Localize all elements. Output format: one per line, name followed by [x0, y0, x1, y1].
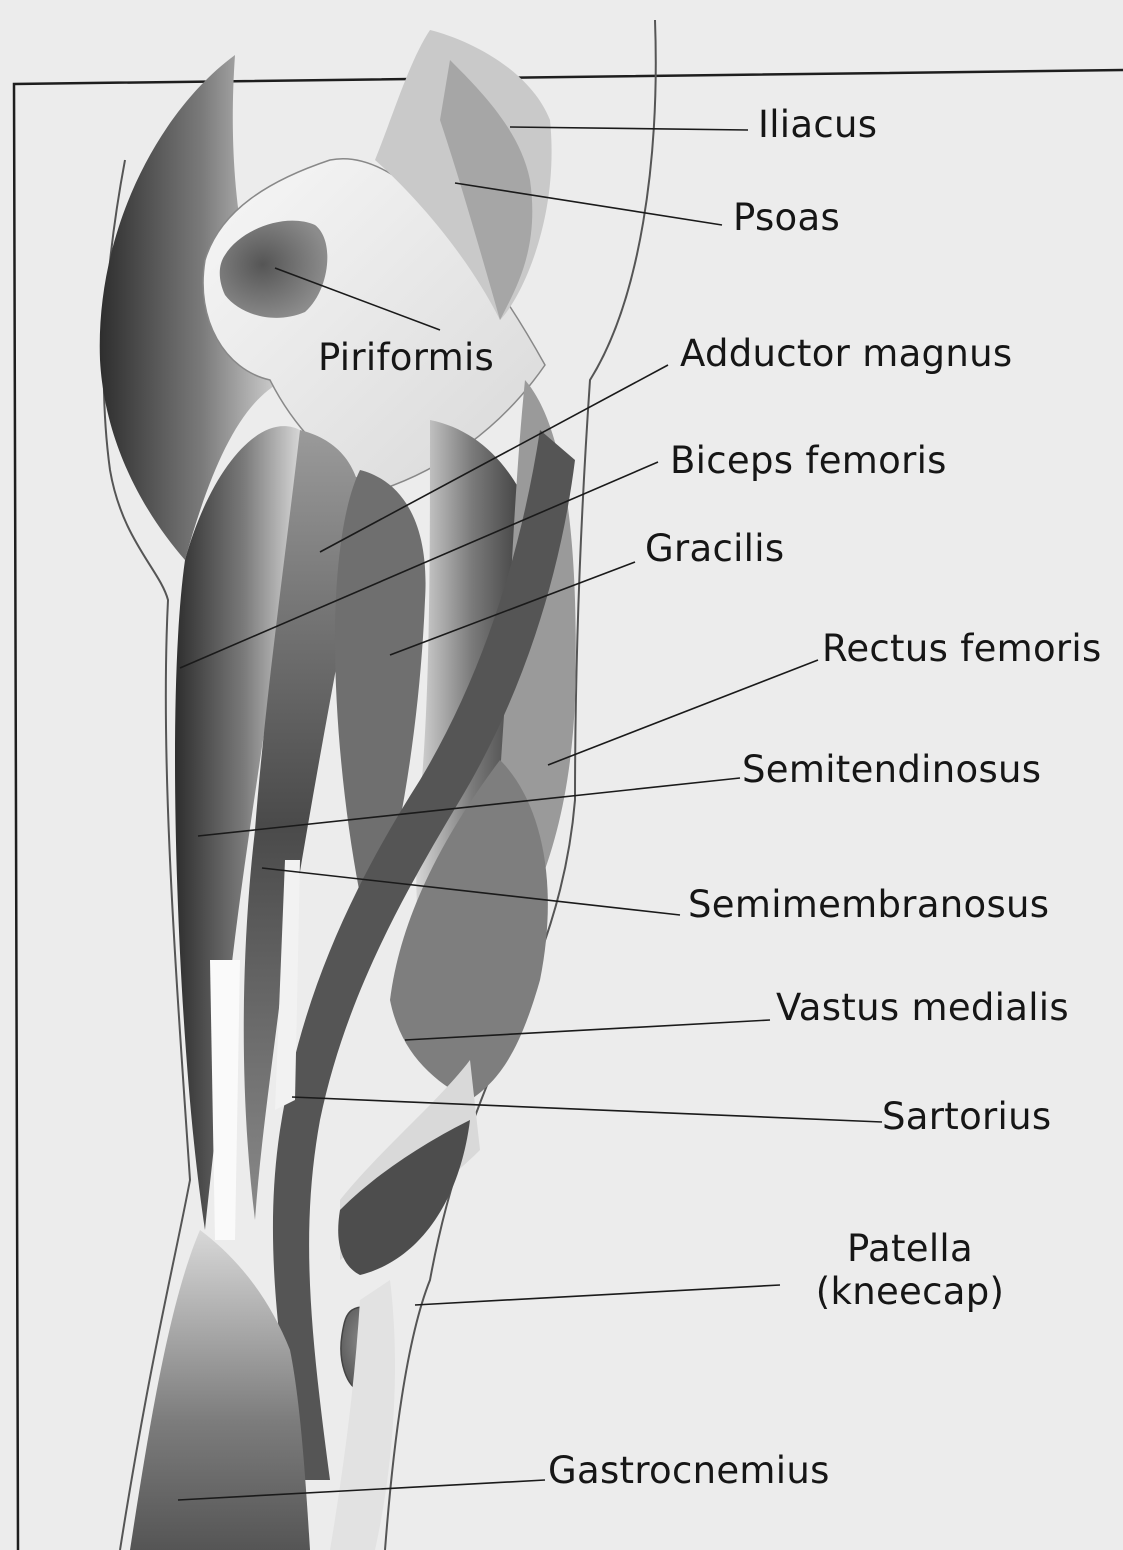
label-iliacus: Iliacus [758, 104, 877, 147]
label-biceps-femoris: Biceps femoris [670, 440, 947, 483]
label-gastrocnemius: Gastrocnemius [548, 1450, 830, 1493]
label-semitendinosus: Semitendinosus [742, 749, 1041, 792]
label-patella-line1: Patella [800, 1228, 1020, 1271]
label-adductor-magnus: Adductor magnus [680, 333, 1012, 376]
label-semimembranosus: Semimembranosus [688, 884, 1049, 927]
label-vastus-medialis: Vastus medialis [776, 987, 1069, 1030]
label-rectus-femoris: Rectus femoris [822, 628, 1102, 671]
label-patella: Patella (kneecap) [800, 1228, 1020, 1313]
label-sartorius: Sartorius [882, 1096, 1051, 1139]
label-psoas: Psoas [733, 197, 840, 240]
label-patella-line2: (kneecap) [800, 1271, 1020, 1314]
label-gracilis: Gracilis [645, 528, 784, 571]
tendon-strip-back [210, 960, 240, 1240]
label-piriformis: Piriformis [318, 337, 494, 380]
